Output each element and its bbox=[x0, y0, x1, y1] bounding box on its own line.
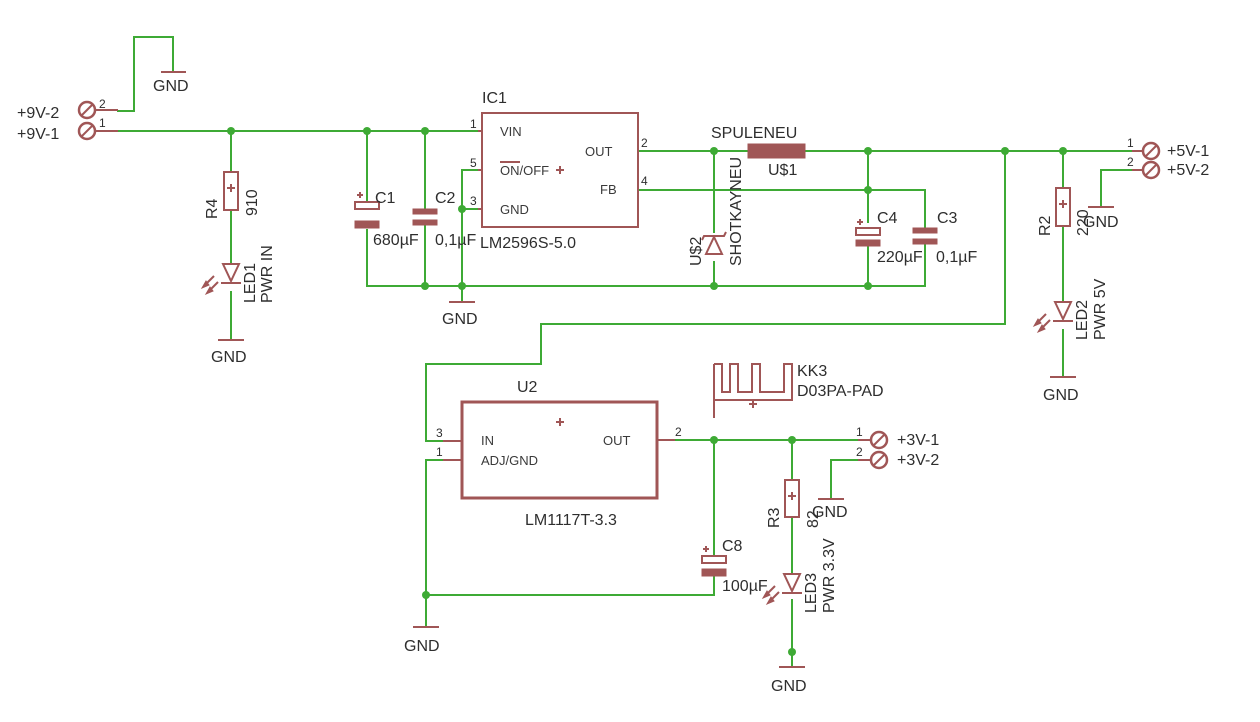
inductor-spuleneu: SPULENEU U$1 bbox=[711, 125, 806, 179]
led2-name: LED2 bbox=[1074, 300, 1091, 340]
led3-name: LED3 bbox=[803, 573, 820, 613]
pin-number: 3 bbox=[470, 194, 477, 208]
u2-pin-adj: ADJ/GND bbox=[481, 453, 538, 468]
led-led2: LED2 PWR 5V bbox=[1032, 278, 1109, 340]
led1-value: PWR IN bbox=[259, 245, 276, 303]
c4-name: C4 bbox=[877, 210, 898, 227]
resistor-r3: R3 82 bbox=[766, 479, 822, 528]
r2-name: R2 bbox=[1037, 215, 1054, 236]
c2-name: C2 bbox=[435, 190, 456, 207]
pin-number: 2 bbox=[641, 136, 648, 150]
connector-3v-pin2-label: +3V-2 bbox=[897, 452, 939, 469]
c4-value: 220µF bbox=[877, 249, 923, 266]
ic1-pin-out: OUT bbox=[585, 144, 613, 159]
ic1-pin-vin: VIN bbox=[500, 124, 522, 139]
capacitor-c4: C4 220µF bbox=[855, 210, 923, 266]
pin-number: 1 bbox=[436, 445, 443, 459]
gnd-label: GND bbox=[211, 349, 247, 366]
pin-number: 1 bbox=[470, 117, 477, 131]
resistor-r2: R2 220 bbox=[1037, 187, 1092, 236]
gnd-label: GND bbox=[771, 678, 807, 695]
r2-value: 220 bbox=[1075, 209, 1092, 236]
ic1-value: LM2596S-5.0 bbox=[480, 235, 576, 252]
led-led1: LED1 PWR IN bbox=[200, 245, 276, 303]
ic1-pin-on-off: ON/OFF bbox=[500, 163, 549, 178]
c3-name: C3 bbox=[937, 210, 958, 227]
u2-pin-in: IN bbox=[481, 433, 494, 448]
r4-value: 910 bbox=[244, 189, 261, 216]
ic1-lm2596: IC1 LM2596S-5.0 VIN ON/OFF GND OUT FB 1 … bbox=[470, 90, 648, 252]
pin-number: 2 bbox=[99, 97, 106, 111]
c3-value: 0,1µF bbox=[936, 249, 977, 266]
connector-5v: +5V-1 +5V-2 1 2 bbox=[1127, 136, 1209, 180]
r4-name: R4 bbox=[204, 198, 221, 219]
r3-name: R3 bbox=[766, 507, 783, 528]
pin-number: 4 bbox=[641, 174, 648, 188]
diode-name: U$2 bbox=[688, 237, 705, 266]
u2-value: LM1117T-3.3 bbox=[525, 512, 617, 529]
resistor-r4: R4 910 bbox=[204, 171, 261, 219]
gnd-label: GND bbox=[404, 638, 440, 655]
gnd-label: GND bbox=[1043, 387, 1079, 404]
led1-name: LED1 bbox=[242, 263, 259, 303]
connector-9v-pin2-label: +9V-2 bbox=[17, 105, 59, 122]
heatsink-name: KK3 bbox=[797, 363, 827, 380]
r3-value: 82 bbox=[805, 510, 822, 528]
inductor-value: U$1 bbox=[768, 162, 797, 179]
ic1-pin-gnd: GND bbox=[500, 202, 529, 217]
c8-name: C8 bbox=[722, 538, 743, 555]
pin-number: 1 bbox=[99, 116, 106, 130]
gnd-symbols: GND GND GND GND GND GND GND GND bbox=[153, 71, 1119, 695]
c8-value: 100µF bbox=[722, 578, 768, 595]
pin-number: 3 bbox=[436, 426, 443, 440]
capacitor-c1: C1 680µF bbox=[354, 190, 419, 249]
u2-name: U2 bbox=[517, 379, 538, 396]
wires bbox=[117, 36, 1133, 666]
heatsink-kk3: KK3 D03PA-PAD bbox=[713, 363, 884, 418]
gnd-label: GND bbox=[153, 78, 189, 95]
pin-number: 2 bbox=[856, 445, 863, 459]
led2-value: PWR 5V bbox=[1092, 278, 1109, 340]
gnd-label: GND bbox=[1083, 214, 1119, 231]
gnd-label: GND bbox=[812, 504, 848, 521]
connector-9v-pin1-label: +9V-1 bbox=[17, 126, 59, 143]
diode-value: SHOTKAYNEU bbox=[728, 157, 745, 266]
led3-value: PWR 3.3V bbox=[821, 538, 838, 613]
heatsink-value: D03PA-PAD bbox=[797, 383, 884, 400]
c2-value: 0,1µF bbox=[435, 232, 476, 249]
junctions bbox=[227, 127, 1067, 656]
pin-number: 1 bbox=[1127, 136, 1134, 150]
pin-number: 2 bbox=[1127, 155, 1134, 169]
capacitor-c3: C3 0,1µF bbox=[912, 210, 977, 266]
connector-9v: +9V-2 +9V-1 2 1 bbox=[17, 97, 118, 143]
pin-number: 5 bbox=[470, 156, 477, 170]
led-led3: LED3 PWR 3.3V bbox=[761, 538, 838, 613]
ic1-pin-fb: FB bbox=[600, 182, 617, 197]
connector-3v-pin1-label: +3V-1 bbox=[897, 432, 939, 449]
c1-name: C1 bbox=[375, 190, 396, 207]
u2-pin-out: OUT bbox=[603, 433, 631, 448]
gnd-label: GND bbox=[442, 311, 478, 328]
pin-number: 2 bbox=[675, 425, 682, 439]
connector-5v-pin1-label: +5V-1 bbox=[1167, 143, 1209, 160]
pin-number: 1 bbox=[856, 425, 863, 439]
schottky-diode: U$2 SHOTKAYNEU bbox=[688, 157, 745, 266]
connector-5v-pin2-label: +5V-2 bbox=[1167, 162, 1209, 179]
u2-lm1117: U2 LM1117T-3.3 IN ADJ/GND OUT 3 1 2 bbox=[436, 379, 682, 529]
connector-3v: +3V-1 +3V-2 1 2 bbox=[856, 425, 939, 470]
c1-value: 680µF bbox=[373, 232, 419, 249]
inductor-name: SPULENEU bbox=[711, 125, 797, 142]
capacitor-c2: C2 0,1µF bbox=[412, 190, 476, 249]
capacitor-c8: C8 100µF bbox=[701, 538, 768, 595]
ic1-name: IC1 bbox=[482, 90, 507, 107]
